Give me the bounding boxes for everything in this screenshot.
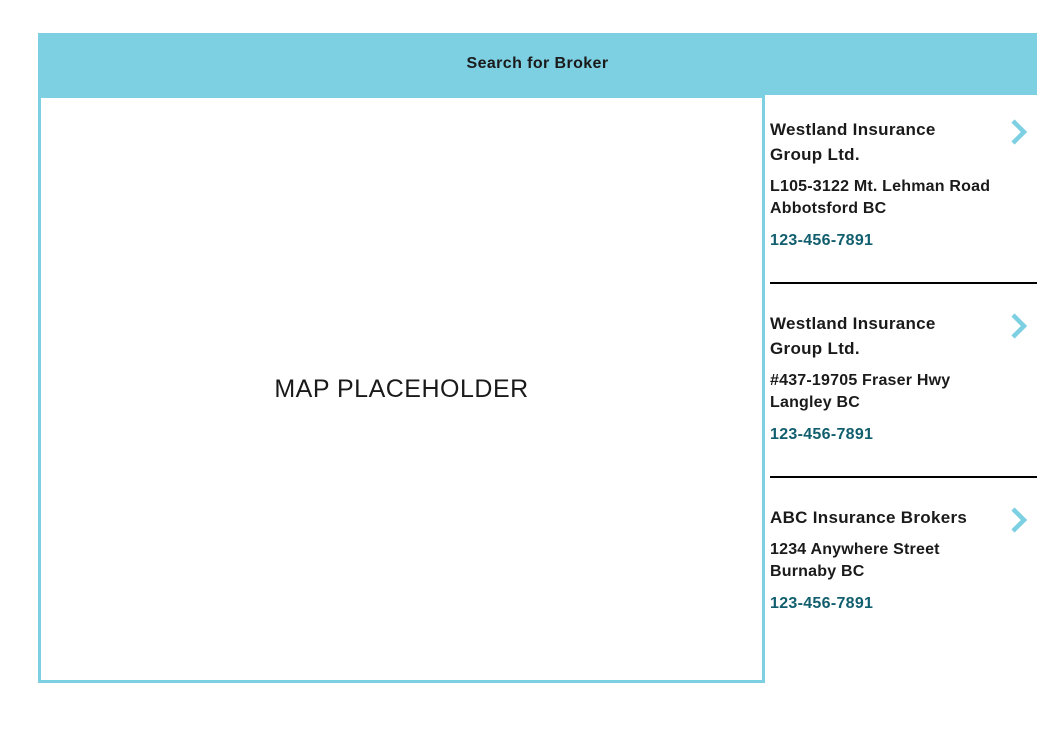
header-bar: Search for Broker (38, 33, 1037, 95)
broker-search-app: Search for Broker MAP PLACEHOLDER Westla… (38, 33, 1037, 683)
broker-list-item[interactable]: ABC Insurance Brokers 1234 Anywhere Stre… (770, 476, 1037, 645)
map-placeholder-label: MAP PLACEHOLDER (274, 374, 529, 403)
broker-address: #437-19705 Fraser Hwy Langley BC (770, 372, 951, 411)
broker-address: L105-3122 Mt. Lehman Road Abbotsford BC (770, 178, 991, 217)
chevron-right-icon[interactable] (1008, 118, 1028, 146)
broker-info: Westland Insurance Group Ltd. #437-19705… (770, 311, 1002, 444)
broker-list-item[interactable]: Westland Insurance Group Ltd. #437-19705… (770, 282, 1037, 476)
broker-list-item[interactable]: Westland Insurance Group Ltd. L105-3122 … (770, 95, 1037, 282)
content-area: MAP PLACEHOLDER Westland Insurance Group… (38, 95, 1037, 683)
broker-address: 1234 Anywhere Street Burnaby BC (770, 541, 940, 580)
broker-name: Westland Insurance Group Ltd. (770, 314, 936, 358)
broker-phone-link[interactable]: 123-456-7891 (770, 595, 874, 612)
broker-info: Westland Insurance Group Ltd. L105-3122 … (770, 117, 1002, 250)
chevron-right-icon[interactable] (1008, 312, 1028, 340)
map-region[interactable]: MAP PLACEHOLDER (38, 95, 765, 683)
broker-phone-link[interactable]: 123-456-7891 (770, 426, 874, 443)
broker-phone-link[interactable]: 123-456-7891 (770, 232, 874, 249)
chevron-right-icon[interactable] (1008, 506, 1028, 534)
page-title: Search for Broker (466, 55, 609, 72)
broker-results-list: Westland Insurance Group Ltd. L105-3122 … (770, 95, 1037, 645)
broker-name: Westland Insurance Group Ltd. (770, 120, 936, 164)
broker-name: ABC Insurance Brokers (770, 508, 968, 527)
broker-info: ABC Insurance Brokers 1234 Anywhere Stre… (770, 505, 1002, 613)
